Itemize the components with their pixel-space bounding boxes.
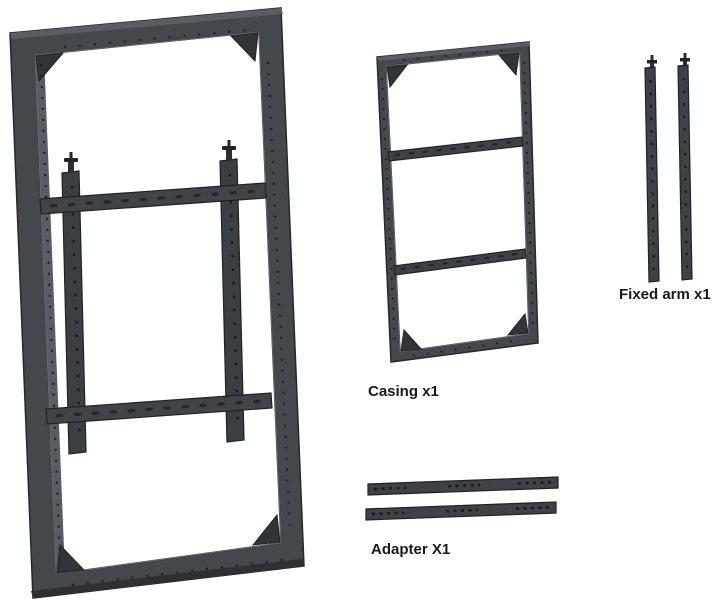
bracket-screws: [64, 140, 236, 172]
casing-label: Casing x1: [368, 383, 439, 400]
vesa-bracket: [39, 158, 273, 455]
fixed-arm-illustration: [644, 53, 693, 283]
casing-illustration: [376, 41, 539, 363]
wall-mount-assembled-illustration: [9, 7, 305, 599]
casing-crossbars: [387, 136, 527, 276]
outer-frame: [9, 7, 305, 599]
fixed-arm-left: [644, 55, 660, 283]
fixed-arm-label: Fixed arm x1: [619, 286, 711, 303]
adapter-label: Adapter X1: [371, 541, 451, 558]
adapter-rail-top: [367, 476, 559, 496]
fixed-arm-right: [677, 53, 693, 281]
adapter-illustration: [365, 476, 559, 521]
casing-corner-gussets: [386, 52, 529, 352]
casing-frame: [376, 41, 539, 363]
casing-mounting-holes: [381, 49, 534, 357]
frame-corner-gussets: [35, 32, 281, 574]
adapter-rail-bottom: [365, 501, 557, 521]
frame-mounting-holes: [40, 29, 291, 586]
